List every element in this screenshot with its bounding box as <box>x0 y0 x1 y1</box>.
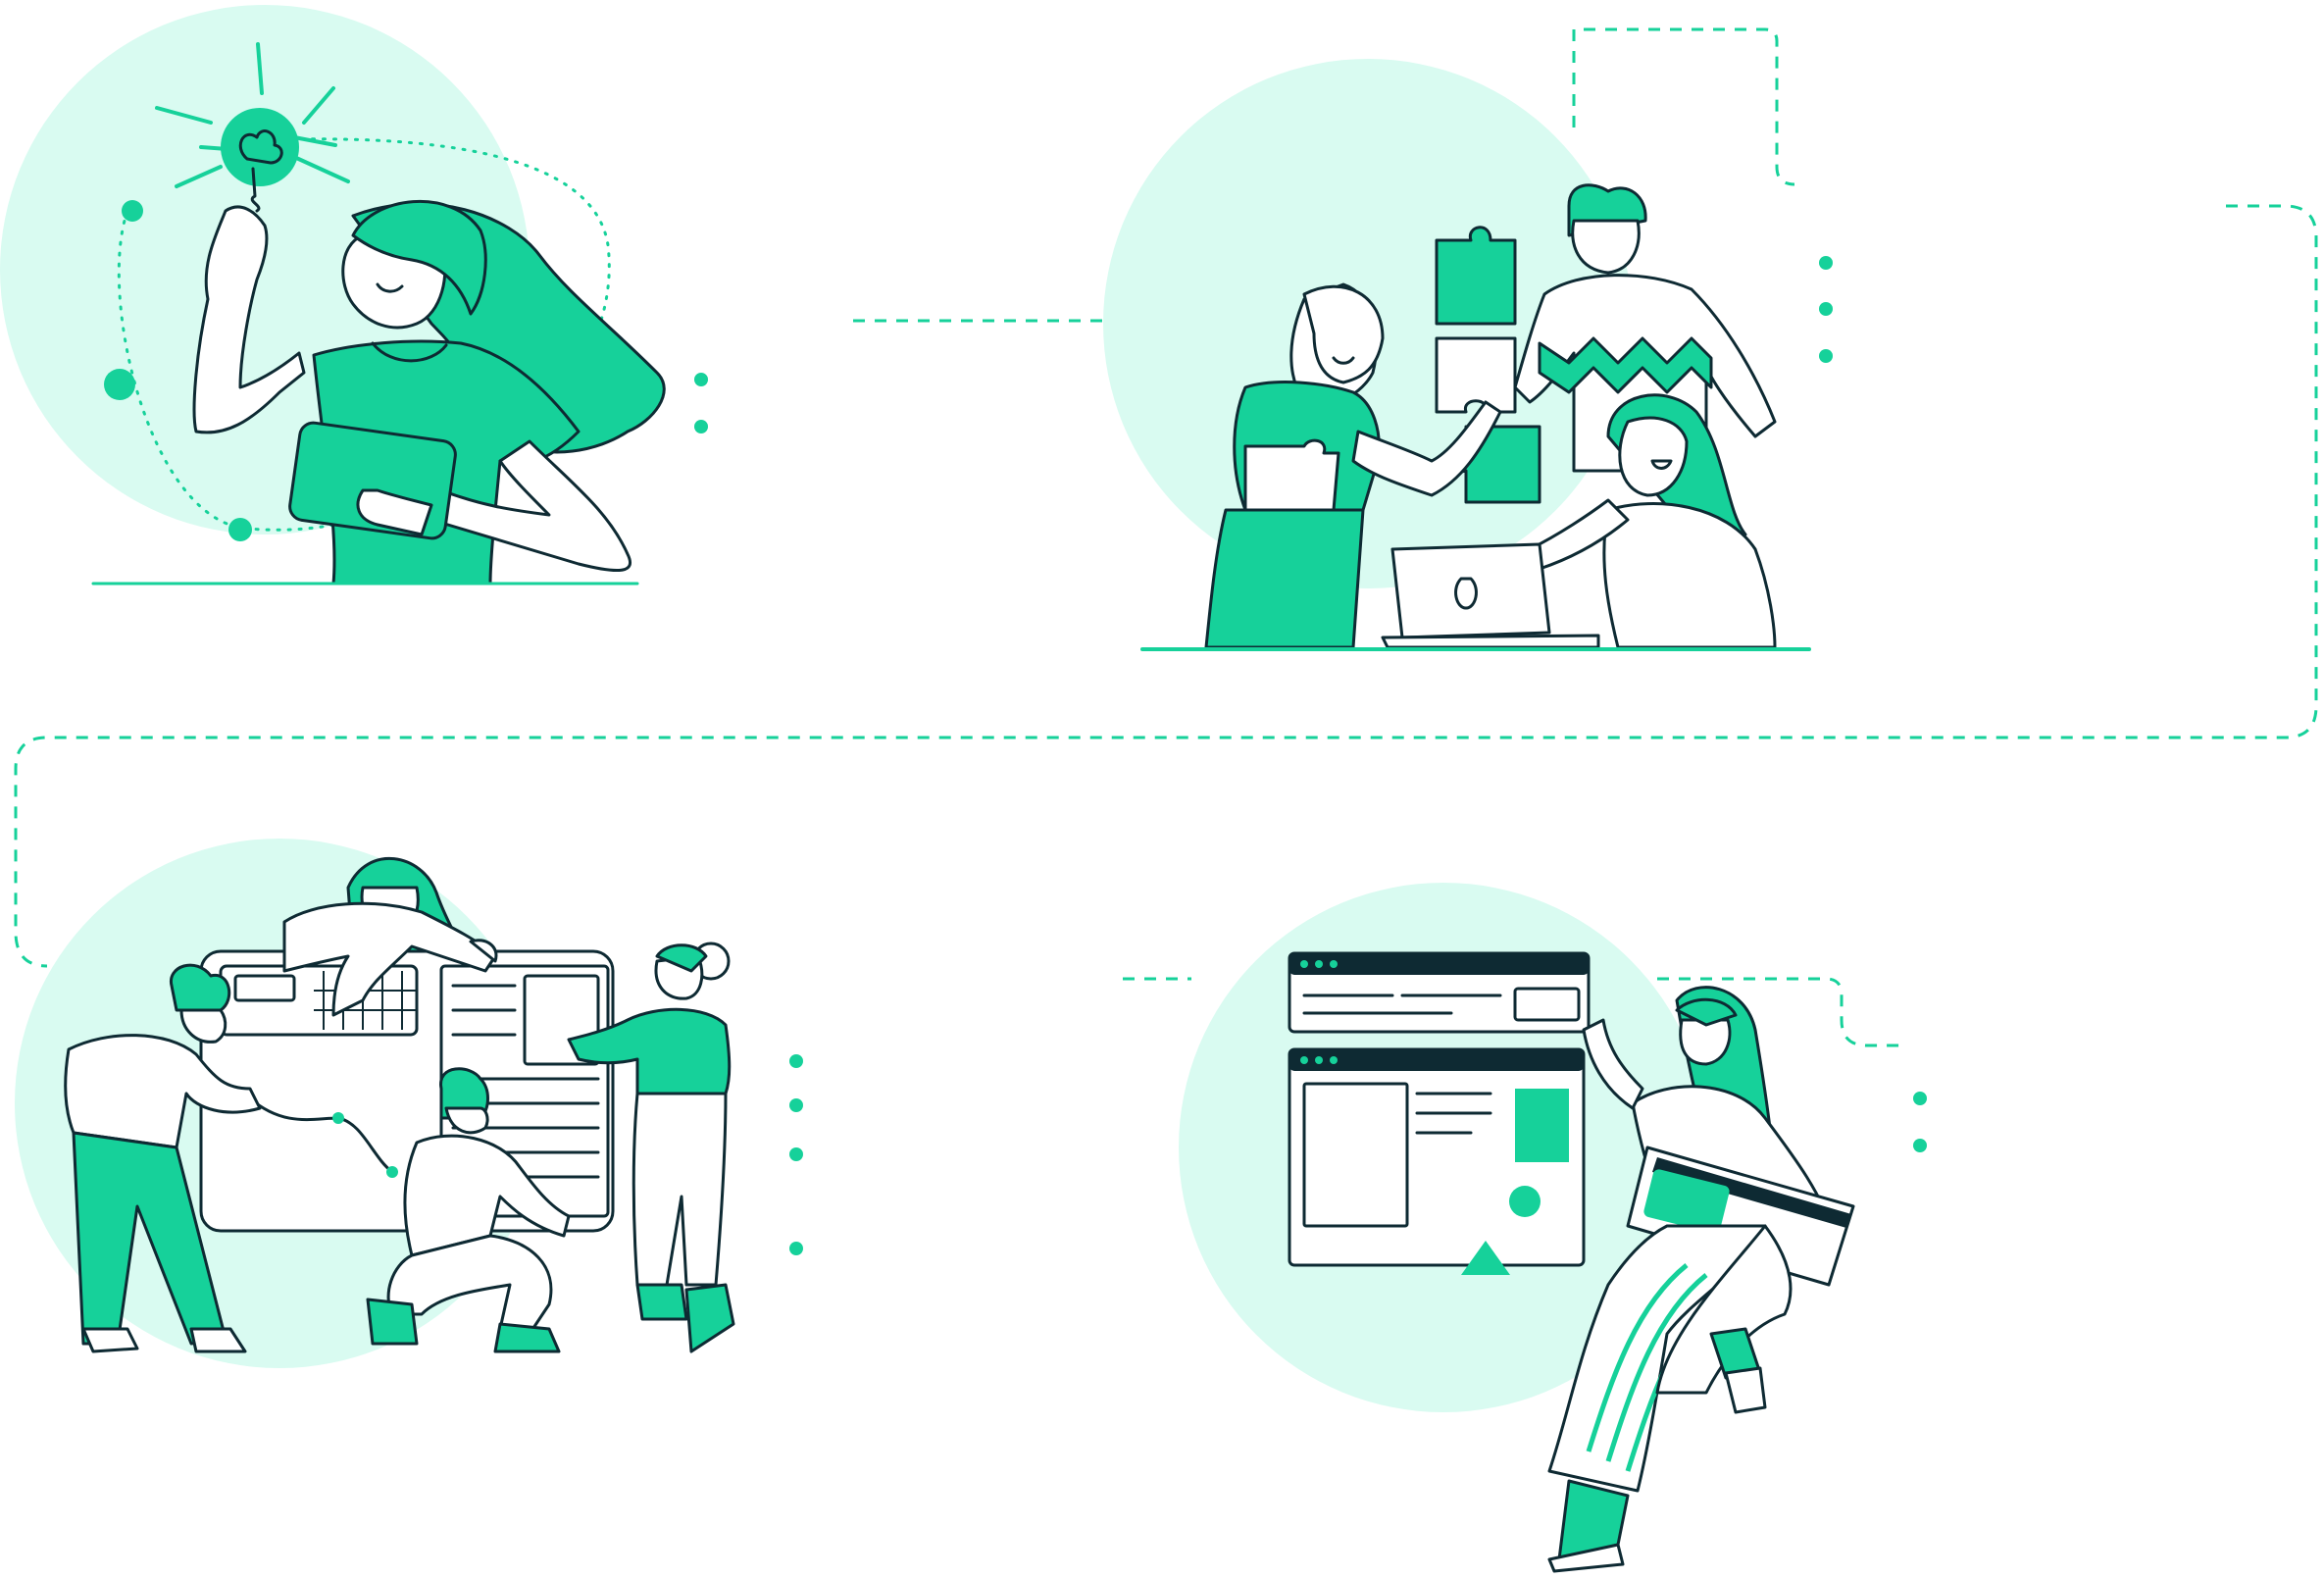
woman-standing-figure <box>567 942 735 1353</box>
woman-with-card-figure <box>1547 986 1855 1573</box>
credit-card-icon <box>1626 1146 1855 1287</box>
plan-dot-3 <box>789 1147 803 1161</box>
connector-loop <box>14 204 2318 968</box>
plan-dot-2 <box>789 1098 803 1112</box>
man-in-sweater-figure <box>1513 183 1777 473</box>
side-dot-2 <box>694 420 708 433</box>
launch-dot-1 <box>1913 1092 1927 1105</box>
scene-launch <box>1179 883 1927 1573</box>
kneeling-man-figure <box>366 1067 571 1353</box>
orbit-dot-2 <box>104 369 135 400</box>
woman-with-puzzle-figure <box>1204 282 1502 649</box>
woman-with-tablet-figure <box>192 199 666 586</box>
connector-paths <box>14 27 2318 1047</box>
man-pointing-figure <box>64 963 262 1353</box>
launch-dot-2 <box>1913 1139 1927 1152</box>
plan-dot-4 <box>789 1242 803 1255</box>
woman-leaning-figure <box>282 856 498 1017</box>
orbit-dot-3 <box>228 518 252 541</box>
browser-window-icon <box>1288 951 1591 1275</box>
scene-teamwork <box>1103 59 1833 651</box>
team-dot-3 <box>1819 349 1833 363</box>
woman-at-laptop-figure <box>1528 393 1777 649</box>
lightbulb-icon <box>155 42 350 213</box>
scene-planning <box>15 839 803 1368</box>
orbit-dot-1 <box>122 200 143 222</box>
plan-dot-1 <box>789 1054 803 1068</box>
connector-top-bracket <box>1572 27 1795 186</box>
team-dot-2 <box>1819 302 1833 316</box>
connector-launch-step <box>1657 977 1900 1047</box>
team-dot-1 <box>1819 256 1833 270</box>
side-dot-1 <box>694 373 708 386</box>
scene-idea <box>0 5 708 586</box>
